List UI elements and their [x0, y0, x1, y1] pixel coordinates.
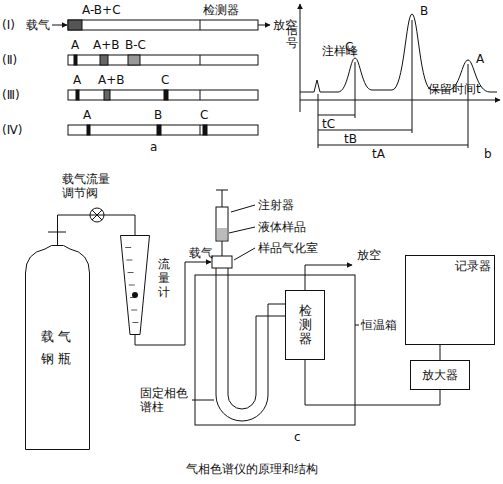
flowmeter-tube	[120, 235, 150, 335]
label-text: c	[294, 430, 301, 444]
label-text: (Ⅲ)	[2, 88, 20, 102]
label-text: A	[476, 52, 484, 66]
gas-cylinder: 载气钢瓶	[25, 245, 90, 450]
label-text: tB	[344, 132, 357, 146]
label-text: (Ⅳ)	[2, 123, 22, 137]
label-text: A+B	[98, 73, 125, 87]
label-text: 液体样品	[258, 220, 306, 234]
label-text: 恒温箱	[361, 318, 397, 332]
column-rows	[52, 20, 270, 135]
connector	[440, 345, 441, 360]
label-text: (Ⅱ)	[2, 53, 17, 67]
label-text: 样品气化室	[258, 241, 318, 255]
label-text: C	[200, 108, 208, 122]
flow-meter: 流量计	[120, 235, 150, 335]
cylinder-outline	[25, 245, 90, 450]
label-text: 保留时间t	[428, 82, 481, 96]
caption: 气相色谱仪的原理和结构	[0, 462, 503, 476]
label-text: A	[71, 38, 79, 52]
label-text: C	[161, 73, 169, 87]
amplifier-box: 放大器	[410, 360, 470, 390]
node-label: 检测器	[299, 304, 312, 346]
label-text: a	[150, 140, 157, 154]
node-label: 放大器	[422, 368, 458, 382]
label-text: A	[73, 73, 81, 87]
label-text: A+B	[93, 38, 120, 52]
label-text: b	[484, 147, 492, 161]
label-text: 载气	[189, 246, 213, 260]
node-label: 流量计	[158, 257, 170, 299]
label-text: tA	[372, 147, 385, 161]
chromatogram	[300, 4, 500, 148]
label-text: 注射器	[258, 198, 294, 212]
label-text: A-B+C	[82, 3, 121, 17]
recorder-box: 记录器	[405, 255, 495, 345]
label-text: 载气	[26, 18, 50, 32]
label-text: 载气流量调节阀	[62, 172, 112, 200]
label-text: B-C	[125, 38, 146, 52]
label-text: B	[154, 108, 162, 122]
detector-box: 检测器	[285, 290, 325, 360]
apparatus	[48, 190, 455, 425]
label-text: 固定相色谱柱	[140, 386, 190, 414]
label-text: (Ⅰ)	[2, 18, 15, 32]
label-text: 检测器	[203, 3, 239, 17]
label-text: A	[83, 108, 91, 122]
node-label: 记录器	[455, 259, 491, 273]
node-label: 载气钢瓶	[40, 326, 76, 370]
label-text: 信号	[286, 24, 298, 50]
label-text: C	[345, 40, 353, 54]
label-text: tC	[322, 117, 335, 131]
label-text: 放空	[357, 248, 381, 262]
label-text: B	[420, 4, 428, 18]
